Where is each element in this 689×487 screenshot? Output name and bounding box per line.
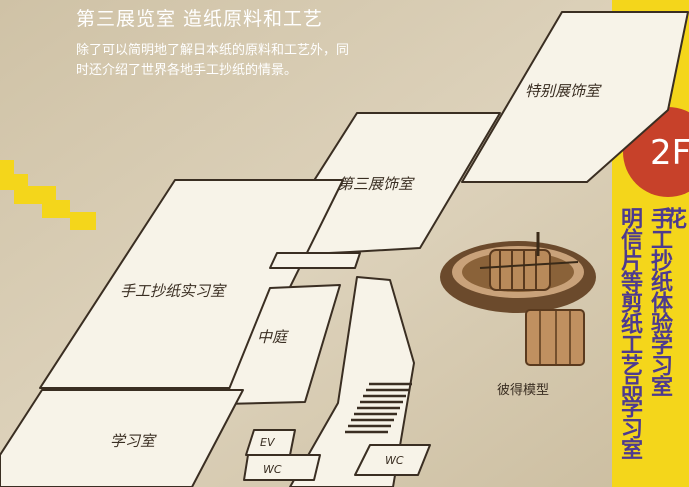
description-line-2: 时还介绍了世界各地手工抄纸的情景。 <box>76 63 298 78</box>
room-wc-right <box>354 444 431 476</box>
label-ev: EV <box>260 436 275 449</box>
label-study-room: 学习室 <box>110 432 156 450</box>
exhibition-title: 第三展览室 造纸原料和工艺 <box>76 8 324 30</box>
side-text-col1: 明信片等剪纸工艺品学习室 <box>617 207 642 459</box>
side-text-col3: 花 <box>661 207 686 228</box>
room-study <box>0 389 244 487</box>
label-third-exhibition: 第三展饰室 <box>338 175 414 193</box>
stairs <box>345 382 412 434</box>
room-courtyard <box>222 284 341 405</box>
floor-number: 2F <box>650 133 689 173</box>
room-corridor <box>289 276 415 487</box>
description-line-1: 除了可以简明地了解日本纸的原料和工艺外，同 <box>76 43 350 58</box>
label-special-exhibition: 特别展饰室 <box>525 82 601 100</box>
label-wc-left: WC <box>263 463 282 476</box>
side-text-col2: 手工抄纸体验学习室 <box>647 207 672 396</box>
label-wc-right: WC <box>385 454 404 467</box>
model-caption: 彼得模型 <box>497 383 550 398</box>
label-papermaking-practice: 手工抄纸实习室 <box>120 282 226 300</box>
room-special-exhibition <box>461 11 689 183</box>
room-wc-left <box>243 454 321 481</box>
label-courtyard: 中庭 <box>257 328 288 346</box>
peter-model-image <box>440 232 596 366</box>
zigzag-decoration <box>0 160 96 230</box>
exhibition-description: 除了可以简明地了解日本纸的原料和工艺外，同 时还介绍了世界各地手工抄纸的情景。 <box>76 41 516 81</box>
room-connector <box>269 252 361 269</box>
